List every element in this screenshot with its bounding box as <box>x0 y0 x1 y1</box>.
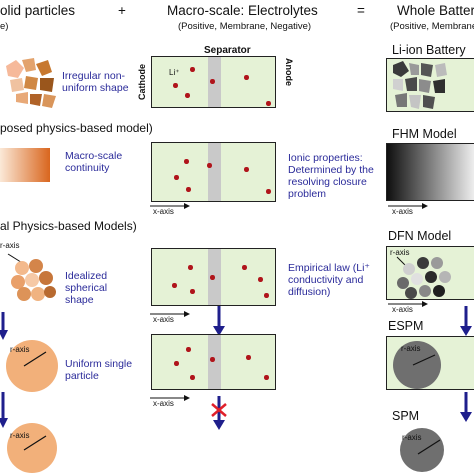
row1-left-desc: Irregular non-uniform shape <box>62 70 129 94</box>
li-ion-dot <box>174 175 179 180</box>
espm-title: ESPM <box>388 319 424 333</box>
row4-r-axis-label: r-axis <box>10 345 30 354</box>
down-arrow-icon <box>460 392 472 422</box>
li-ion-dot <box>207 163 212 168</box>
x-axis-arrow-icon <box>150 311 190 317</box>
espm-particle-icon <box>393 341 441 389</box>
section-2-title: al Physics-based Models) <box>0 219 137 233</box>
row4-x-axis-label: x-axis <box>153 399 174 408</box>
dfn-x-axis-label: x-axis <box>392 305 413 314</box>
plus-sign: + <box>118 3 126 18</box>
li-ion-dot <box>188 265 193 270</box>
down-arrow-icon <box>0 392 8 428</box>
col3-title: Whole Battery <box>397 3 474 18</box>
dfn-x-axis-arrow-icon <box>388 301 428 307</box>
fhm-x-axis-arrow-icon <box>388 203 428 209</box>
li-ion-dot <box>266 189 271 194</box>
dfn-model-box: r-axis <box>386 246 474 300</box>
row4-left-desc: Uniform single particle <box>65 358 133 382</box>
li-ion-dot <box>210 275 215 280</box>
single-particle-icon <box>7 423 57 473</box>
li-ion-dot <box>258 277 263 282</box>
section-1-title: posed physics-based model) <box>0 121 153 135</box>
li-ion-dot <box>264 293 269 298</box>
espm-r-axis-label: r-axis <box>401 344 421 353</box>
row5-r-axis-label: r-axis <box>10 431 30 440</box>
li-ion-battery-title: Li-ion Battery <box>392 43 466 57</box>
li-ion-dot <box>264 375 269 380</box>
row3-r-axis-label: r-axis <box>0 241 20 250</box>
li-ion-dot <box>173 83 178 88</box>
row2-mid-desc: Ionic properties: Determined by the reso… <box>288 152 374 200</box>
li-ion-dot <box>185 93 190 98</box>
electrolyte-box-4 <box>151 334 276 390</box>
col1-title: olid particles <box>0 3 76 18</box>
li-ion-dot <box>242 265 247 270</box>
li-ion-dot <box>190 375 195 380</box>
li-ion-label: Li⁺ <box>169 68 180 77</box>
li-ion-dot <box>186 187 191 192</box>
li-ion-dot <box>210 357 215 362</box>
single-particle-icon <box>6 340 58 392</box>
li-ion-dot <box>210 79 215 84</box>
li-ion-dot <box>174 361 179 366</box>
spm-particle-icon <box>400 428 444 472</box>
col1-subtitle: e) <box>0 21 9 32</box>
row3-mid-desc: Empirical law (Li⁺ conductivity and diff… <box>288 262 370 298</box>
irregular-particles-icon <box>6 58 56 108</box>
li-ion-dot <box>186 347 191 352</box>
li-ion-dot <box>246 355 251 360</box>
fhm-x-axis-label: x-axis <box>392 207 413 216</box>
electrolyte-box-1: Li⁺ <box>151 56 276 108</box>
continuity-gradient <box>0 148 50 182</box>
dfn-model-title: DFN Model <box>388 229 452 243</box>
down-arrow-icon <box>213 306 225 336</box>
x-axis-label: x-axis <box>153 207 174 216</box>
battery-particles-icon <box>393 61 447 109</box>
separator <box>207 143 221 201</box>
dfn-r-axis-label: r-axis <box>390 248 410 257</box>
li-ion-dot <box>172 283 177 288</box>
espm-box: r-axis <box>386 336 474 390</box>
separator <box>207 335 221 389</box>
x-axis-arrow-icon <box>150 203 190 209</box>
dfn-particles-icon <box>396 256 451 299</box>
col2-subtitle: (Positive, Membrane, Negative) <box>178 21 312 32</box>
down-arrow-icon <box>460 306 472 336</box>
col2-title: Macro-scale: Electrolytes <box>167 3 318 18</box>
cathode-label: Cathode <box>137 64 147 100</box>
spherical-particles-icon <box>7 253 56 301</box>
x-axis-arrow-icon <box>150 395 190 401</box>
fhm-model-box <box>386 143 474 201</box>
row3-x-axis-label: x-axis <box>153 315 174 324</box>
col3-subtitle: (Positive, Membrane <box>390 21 474 32</box>
li-ion-dot <box>184 159 189 164</box>
row3-left-desc: Idealized spherical shape <box>65 270 108 306</box>
anode-label: Anode <box>284 58 294 86</box>
spm-r-axis-label: r-axis <box>402 433 422 442</box>
li-ion-dot <box>190 289 195 294</box>
li-ion-dot <box>190 67 195 72</box>
li-ion-battery-box <box>386 58 474 112</box>
li-ion-dot <box>244 167 249 172</box>
li-ion-dot <box>244 75 249 80</box>
row2-left-desc: Macro-scale continuity <box>65 150 123 174</box>
spm-title: SPM <box>392 409 420 423</box>
separator-label: Separator <box>204 45 251 56</box>
electrolyte-box-3 <box>151 248 276 306</box>
electrolyte-box-2 <box>151 142 276 202</box>
fhm-model-title: FHM Model <box>392 127 457 141</box>
equals-sign: = <box>357 3 365 18</box>
li-ion-dot <box>266 101 271 106</box>
down-arrow-icon <box>0 312 8 340</box>
blocked-arrow-icon <box>211 396 227 430</box>
